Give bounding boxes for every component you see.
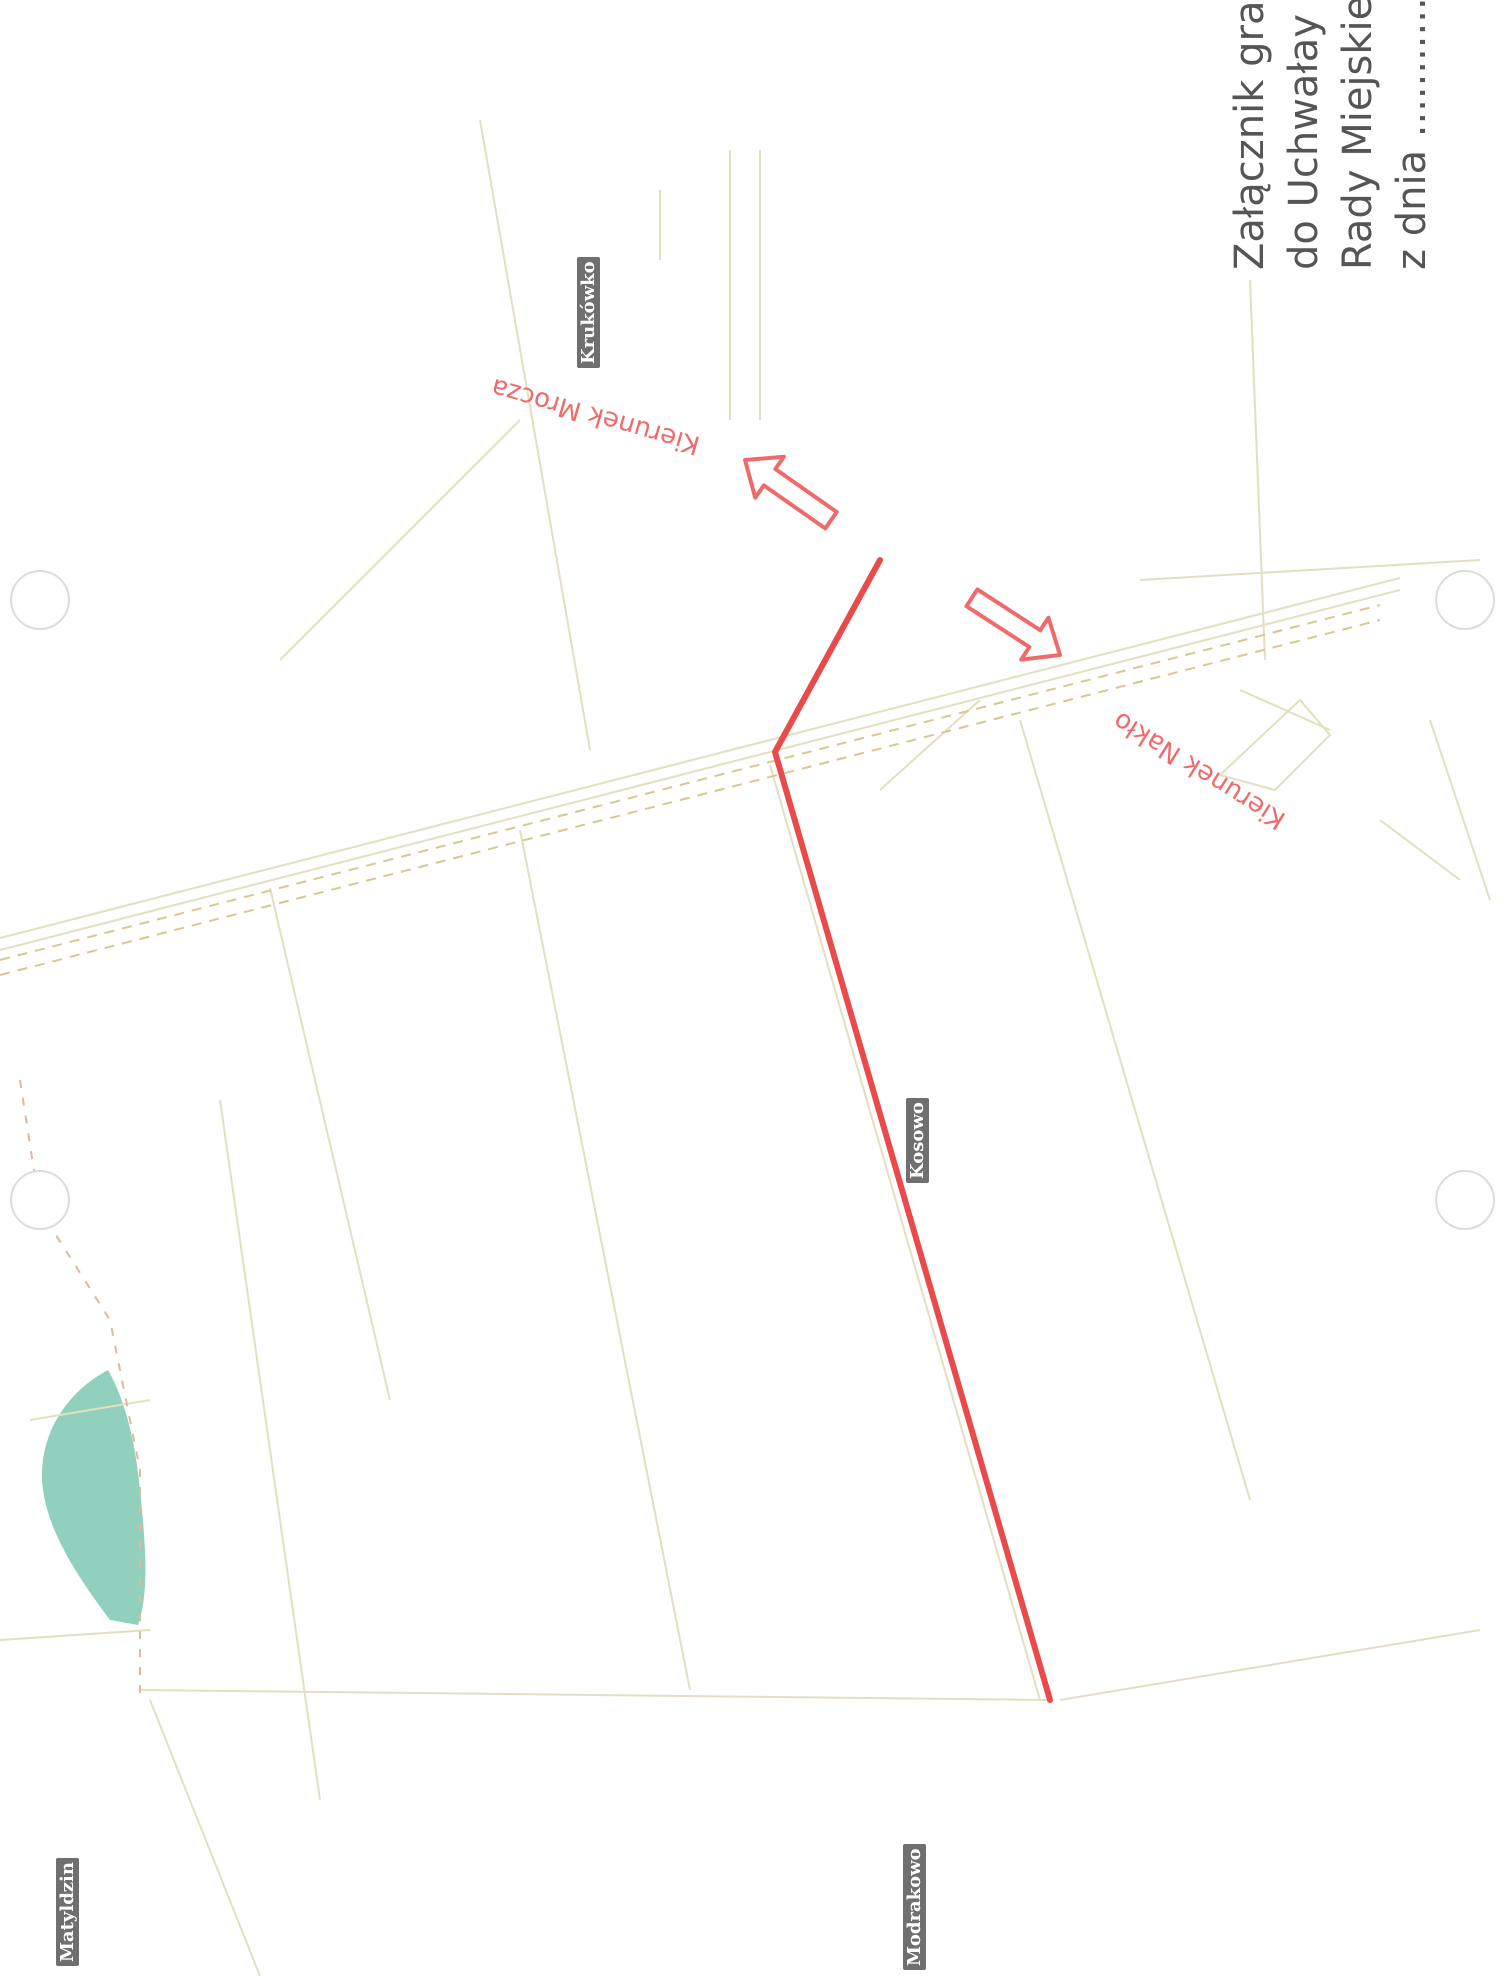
- place-label-modrakowo: Modrakowo: [903, 1844, 926, 1970]
- route-line: [772, 557, 1053, 1703]
- place-label-kosowo: Kosowo: [906, 1098, 929, 1183]
- road-dashes: [0, 604, 1381, 976]
- punch-hole: [10, 1170, 70, 1230]
- punch-hole: [10, 570, 70, 630]
- punch-hole: [1435, 570, 1495, 630]
- arrow-mrocza-icon: [743, 454, 839, 531]
- place-label-krukowko: Krukówko: [577, 257, 600, 368]
- header-line-2: do Uchwałay: [1281, 14, 1327, 270]
- header-line-4: z dnia ...............: [1389, 0, 1435, 270]
- arrow-naklo-icon: [964, 587, 1062, 662]
- parcel-boundaries: [0, 119, 1491, 1976]
- water-area: [41, 1370, 146, 1625]
- header-line-1: Załącznik gra: [1227, 0, 1273, 270]
- header-block: Załącznik gra do Uchwałay Rady Miejskie …: [1227, 0, 1435, 270]
- punch-hole: [1435, 1170, 1495, 1230]
- road-segments: [19, 1079, 141, 1700]
- header-line-3: Rady Miejskie: [1335, 0, 1381, 270]
- place-label-matyldzin: Matyldzin: [56, 1858, 79, 1966]
